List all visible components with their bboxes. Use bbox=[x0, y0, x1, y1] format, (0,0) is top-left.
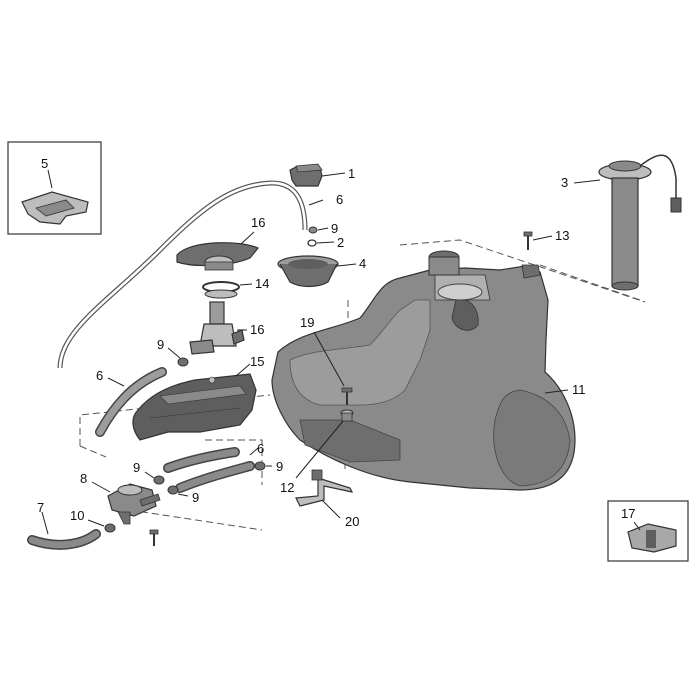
hose-clamp-9-top bbox=[308, 226, 318, 234]
callout-10: 10 bbox=[70, 508, 105, 527]
label-6-left: 6 bbox=[96, 368, 103, 383]
label-18: 17 bbox=[621, 506, 635, 521]
inset-box-block bbox=[607, 500, 689, 562]
callout-6-upper: 6 bbox=[308, 192, 343, 207]
callout-2: 2 bbox=[316, 235, 344, 250]
hose-clamp-9-bottom bbox=[167, 485, 179, 495]
callout-9-left: 9 bbox=[133, 460, 155, 479]
label-17: 16 bbox=[251, 215, 265, 230]
callout-20: 20 bbox=[321, 499, 359, 529]
label-13: 13 bbox=[555, 228, 569, 243]
rubber-bushing bbox=[340, 409, 354, 422]
callout-9-top: 9 bbox=[317, 221, 338, 236]
fuel-level-sender bbox=[598, 154, 682, 291]
label-6-upper: 6 bbox=[336, 192, 343, 207]
label-10: 10 bbox=[70, 508, 84, 523]
fuel-tap bbox=[107, 483, 161, 525]
label-9-top: 9 bbox=[331, 221, 338, 236]
breather-hose-left bbox=[95, 367, 167, 437]
label-5: 5 bbox=[41, 156, 48, 171]
label-9-mid: 9 bbox=[157, 337, 164, 352]
callout-11: 11 bbox=[544, 382, 586, 397]
callout-1: 1 bbox=[321, 166, 355, 181]
label-8: 8 bbox=[80, 471, 87, 486]
callout-4: 4 bbox=[337, 256, 366, 271]
callout-7: 7 bbox=[37, 500, 49, 535]
callout-19: 19 bbox=[300, 315, 345, 387]
clamp-10 bbox=[104, 523, 116, 533]
hose-clamp-9-mid bbox=[177, 357, 189, 367]
label-1: 1 bbox=[348, 166, 355, 181]
fuel-hose bbox=[27, 529, 101, 550]
callout-8: 8 bbox=[80, 471, 111, 493]
callout-5: 5 bbox=[41, 156, 53, 189]
label-9-bottom: 9 bbox=[192, 490, 199, 505]
label-11: 11 bbox=[572, 382, 586, 397]
callout-13: 13 bbox=[532, 228, 569, 243]
screw-13 bbox=[523, 231, 533, 250]
label-9-left: 9 bbox=[133, 460, 140, 475]
fuel-cap bbox=[289, 163, 323, 187]
hose-clamp-9-right bbox=[254, 461, 266, 471]
filler-gasket bbox=[176, 242, 259, 271]
clamp-ring bbox=[202, 281, 240, 299]
callout-16: 16 bbox=[237, 322, 264, 337]
fuel-hoses-lower bbox=[163, 447, 255, 493]
tap-screw bbox=[149, 529, 159, 546]
label-19: 19 bbox=[300, 315, 314, 330]
callout-9-right: 9 bbox=[266, 459, 283, 474]
label-20: 20 bbox=[345, 514, 359, 529]
callout-18: 17 bbox=[621, 506, 641, 531]
callout-3: 3 bbox=[561, 175, 601, 190]
hose-clamp-9-left bbox=[153, 475, 165, 485]
callout-14: 14 bbox=[239, 276, 269, 291]
label-12: 12 bbox=[280, 480, 294, 495]
bracket bbox=[295, 469, 354, 507]
label-2: 2 bbox=[337, 235, 344, 250]
label-14: 14 bbox=[255, 276, 269, 291]
fuel-tank bbox=[271, 250, 576, 491]
label-3: 3 bbox=[561, 175, 568, 190]
label-4: 4 bbox=[359, 256, 366, 271]
callout-6-left: 6 bbox=[96, 368, 125, 387]
callout-9-mid: 9 bbox=[157, 337, 181, 359]
label-15: 15 bbox=[250, 354, 264, 369]
callout-17: 16 bbox=[240, 215, 265, 245]
callout-15: 15 bbox=[235, 354, 264, 377]
label-9-right: 9 bbox=[276, 459, 283, 474]
o-ring bbox=[307, 239, 317, 247]
label-7: 7 bbox=[37, 500, 44, 515]
inset-box-clip bbox=[7, 141, 102, 235]
filter-cover bbox=[132, 373, 257, 441]
fuel-filter bbox=[189, 301, 245, 355]
label-6-lower: 6 bbox=[257, 441, 264, 456]
filler-neck-ring bbox=[277, 255, 339, 288]
screw-19 bbox=[341, 387, 353, 405]
callout-9-bottom: 9 bbox=[177, 490, 199, 505]
breather-hose-upper bbox=[57, 180, 308, 369]
callout-12: 12 bbox=[280, 420, 344, 495]
label-16: 16 bbox=[250, 322, 264, 337]
callout-6-lower: 6 bbox=[249, 441, 264, 456]
